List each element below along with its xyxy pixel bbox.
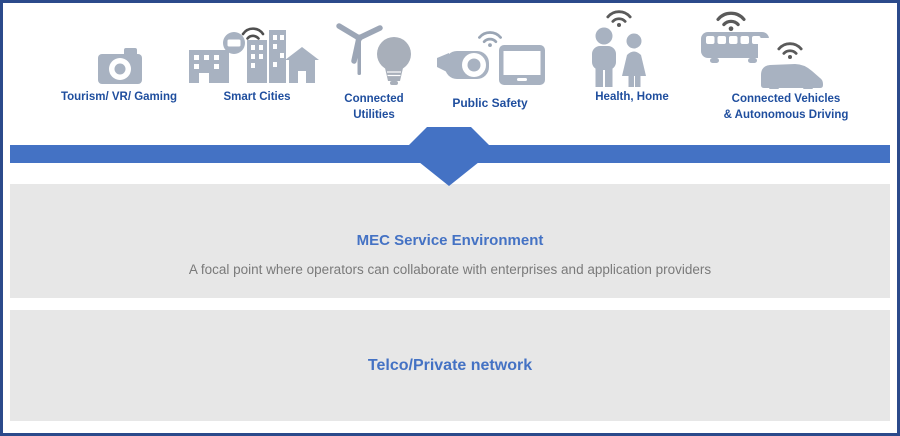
use-case-label-line2: & Autonomous Driving xyxy=(723,109,849,121)
camera-icon xyxy=(97,46,143,86)
use-case-label-tourism: Tourism/ VR/ Gaming xyxy=(60,87,178,107)
city-buildings-icon xyxy=(183,23,320,83)
use-case-label-public-safety: Public Safety xyxy=(452,96,528,110)
wifi-icon xyxy=(776,40,804,59)
use-case-label-health-home: Health, Home xyxy=(589,87,675,107)
van-icon xyxy=(758,38,826,94)
use-case-label-connected-utilities: Connected Utilities xyxy=(323,89,425,125)
wifi-icon xyxy=(605,8,633,27)
use-case-label-connected-vehicles: Connected Vehicles & Autonomous Driving xyxy=(704,89,868,125)
use-case-label-line1: Connected Vehicles xyxy=(731,93,841,105)
vr-camera-icon xyxy=(437,47,497,85)
tablet-icon xyxy=(499,45,545,85)
wind-turbine-lightbulb-icon xyxy=(330,13,422,87)
network-box-title: Telco/Private network xyxy=(367,357,533,374)
mec-box-title: MEC Service Environment xyxy=(356,232,544,249)
wifi-icon xyxy=(715,9,747,31)
down-arrow-icon xyxy=(403,124,495,188)
use-case-label-line2: Utilities xyxy=(353,109,395,121)
use-case-label-line1: Connected xyxy=(344,93,404,105)
telco-private-network-box: Telco/Private network xyxy=(10,310,890,421)
mec-box-subtitle: A focal point where operators can collab… xyxy=(188,262,712,277)
use-case-label-smart-cities: Smart Cities xyxy=(198,87,316,107)
wifi-icon xyxy=(477,29,503,47)
public-safety-circle: Public Safety xyxy=(431,17,549,135)
people-icon xyxy=(585,27,655,89)
mec-service-environment-box: MEC Service Environment A focal point wh… xyxy=(10,184,890,298)
